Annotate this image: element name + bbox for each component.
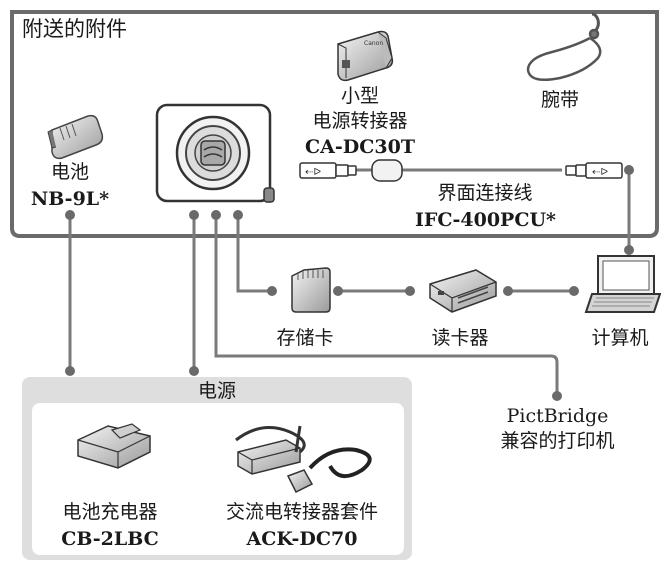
battery-model: NB-9L* [30,188,110,210]
card-reader-label: 读卡器 [431,327,489,349]
included-box-frame [10,10,659,238]
ac-kit-model: ACK-DC70 [246,528,358,550]
ac-adapter-kit-icon [235,425,372,494]
power-title: 电源 [197,380,236,402]
cable-label: 界面连接线 [437,182,533,204]
svg-text:Canon: Canon [364,40,383,47]
adapter-icon: Canon [337,30,394,82]
ac-kit-label: 交流电转接器套件 [225,501,378,523]
camera-card-line [236,215,272,293]
adapter-label-line1: 小型 [340,85,379,107]
adapter-label-line2: 电源转接器 [312,110,408,132]
connector-dots [65,165,634,401]
printer-label-line2: 兼容的打印机 [500,430,615,452]
usb-cable-icon: ⇠ᐅ ⇠ᐅ [299,159,623,182]
card-reader-icon [429,269,497,313]
adapter-model: CA-DC30T [305,136,415,158]
connector-lines [68,168,631,395]
svg-text:⇠ᐅ: ⇠ᐅ [305,166,321,178]
wrist-strap-icon [526,12,602,81]
battery-icon [47,114,104,160]
cable-model: IFC-400PCU* [415,209,556,231]
battery-charger-icon [77,423,151,469]
printer-label-line1: PictBridge [506,405,609,427]
strap-label: 腕带 [540,89,579,111]
camera-printer-line [214,215,559,395]
included-accessories-title: 附送的附件 [22,17,127,41]
camera-icon [155,103,275,203]
memory-card-icon [291,267,331,313]
charger-model: CB-2LBC [61,528,159,550]
memory-card-label: 存储卡 [276,327,334,349]
computer-icon [584,255,661,313]
charger-label: 电池充电器 [62,501,158,523]
computer-label: 计算机 [591,327,649,349]
svg-text:⇠ᐅ: ⇠ᐅ [592,166,608,178]
battery-label: 电池 [50,161,89,183]
